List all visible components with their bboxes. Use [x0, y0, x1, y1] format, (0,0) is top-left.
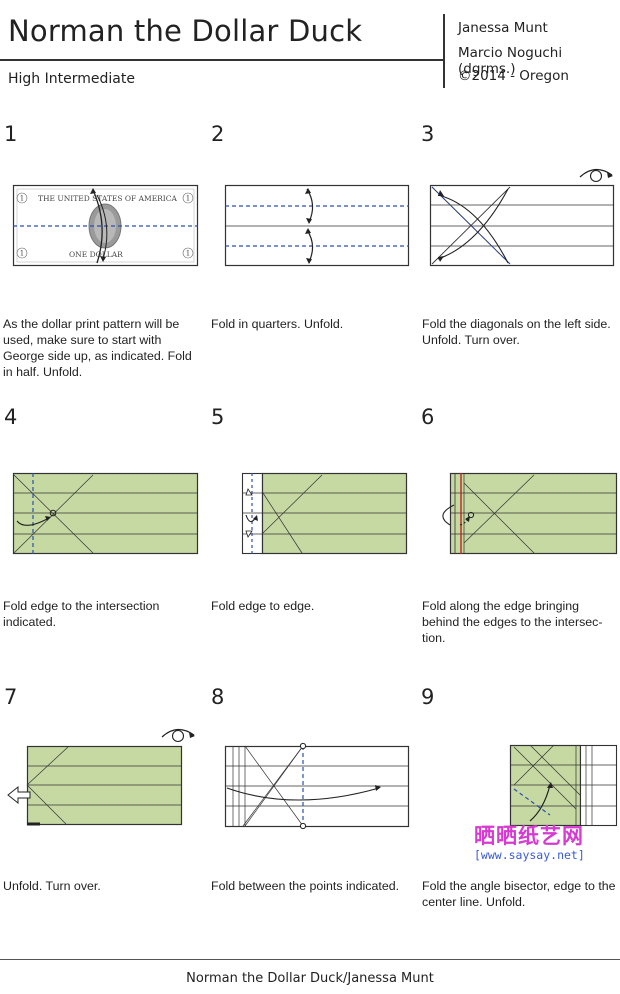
- step-number-2: 2: [211, 122, 225, 146]
- bill-corner-br: 1: [186, 250, 190, 258]
- bill-top-text: THE UNITED STATES OF AMERICA: [38, 194, 178, 203]
- title-underline: [0, 59, 444, 61]
- diagrammer-credit: Marcio Noguchi (dgrms.): [458, 45, 563, 77]
- turn-over-icon: [161, 728, 195, 743]
- step-number-3: 3: [421, 122, 435, 146]
- step-caption-1: As the dollar print pattern will be used…: [3, 317, 192, 379]
- turn-over-icon: [579, 168, 613, 183]
- bill-bottom-text: ONE DOLLAR: [69, 250, 123, 259]
- unfold-arrow-icon: [7, 785, 31, 805]
- step-number-4: 4: [4, 405, 18, 429]
- step-caption-4: Fold edge to the intersection indicated.: [3, 599, 160, 629]
- step-caption-7: Unfold. Turn over.: [3, 879, 101, 893]
- site-watermark: 晒晒纸艺网 [www.saysay.net]: [474, 820, 620, 862]
- bill-corner-tr: 1: [186, 195, 190, 203]
- footer-divider: [0, 959, 620, 960]
- step-caption-5: Fold edge to edge.: [211, 599, 315, 613]
- bill-corner-tl: 1: [20, 195, 24, 203]
- page-title: Norman the Dollar Duck: [8, 14, 363, 48]
- difficulty-level: High Intermediate: [8, 71, 135, 87]
- step-caption-9: Fold the angle bisector, edge to the cen…: [422, 879, 616, 909]
- page-footer: Norman the Dollar Duck/Janessa Munt: [186, 971, 434, 986]
- step-2-diagram: [224, 184, 410, 267]
- watermark-url: [www.saysay.net]: [474, 848, 585, 862]
- step-number-7: 7: [4, 685, 18, 709]
- step-number-5: 5: [211, 405, 225, 429]
- step-5-diagram: [241, 472, 408, 555]
- step-3-diagram: [429, 168, 615, 267]
- step-caption-3: Fold the diagonals on the left side. Unf…: [422, 317, 611, 347]
- step-9-diagram: [509, 744, 618, 827]
- step-caption-2: Fold in quarters. Unfold.: [211, 317, 344, 331]
- watermark-title: 晒晒纸艺网: [474, 824, 584, 848]
- step-8-diagram: [224, 742, 410, 830]
- step-number-1: 1: [4, 122, 18, 146]
- author-credit: Janessa Munt: [458, 20, 548, 36]
- step-6-diagram: [442, 472, 618, 555]
- step-caption-8: Fold between the points indicated.: [211, 879, 400, 893]
- step-1-diagram: THE UNITED STATES OF AMERICA ONE DOLLAR …: [12, 184, 199, 267]
- step-number-8: 8: [211, 685, 225, 709]
- bill-corner-bl: 1: [20, 250, 24, 258]
- step-caption-6: Fold along the edge bringing behind the …: [422, 599, 603, 645]
- step-7-diagram: [7, 728, 195, 826]
- step-4-diagram: [12, 472, 199, 555]
- header-divider: [443, 14, 445, 88]
- step-number-6: 6: [421, 405, 435, 429]
- copyright-credit: ©2014 - Oregon: [458, 68, 569, 84]
- step-number-9: 9: [421, 685, 435, 709]
